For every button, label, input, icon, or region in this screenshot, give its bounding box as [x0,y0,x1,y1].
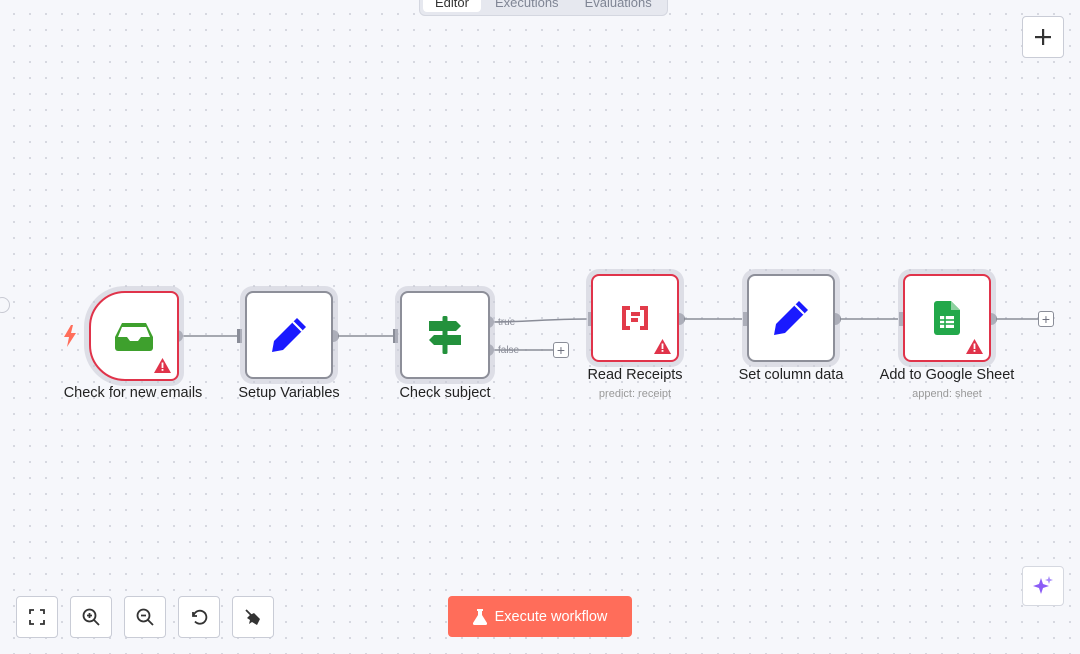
node-label-setup-variables: Setup Variables [238,385,340,401]
mindee-icon [622,306,648,330]
node-label-check-subject: Check subject [399,385,491,401]
node-sublabel-add-google-sheet: append: sheet [912,388,982,400]
node-sublabel-read-receipts: predict: receipt [598,388,672,400]
node-setup-variables[interactable] [245,291,333,379]
google-sheets-icon [934,301,960,335]
input-handle [899,312,904,326]
warning-icon [966,339,983,354]
execute-workflow-button[interactable]: Execute workflow [448,596,632,637]
input-handle [237,329,242,343]
pencil-icon [774,301,808,335]
tidy-up-button[interactable] [232,596,274,638]
warning-icon [654,339,671,354]
flask-icon [472,608,487,625]
node-label-check-emails: Check for new emails [63,385,203,401]
input-handle [743,312,748,326]
tab-evaluations[interactable]: Evaluations [584,0,652,10]
input-handle [588,312,593,326]
trigger-bolt-icon [64,325,76,347]
add-node-end-button[interactable]: + [1038,311,1054,327]
input-handle [393,329,398,343]
ai-assistant-button[interactable] [1022,566,1064,606]
add-node-button[interactable] [1022,16,1064,58]
node-read-receipts[interactable] [591,274,679,362]
fit-view-button[interactable] [16,596,58,638]
plus-icon [1035,29,1051,45]
view-tabs: Editor Executions Evaluations [419,0,668,16]
node-set-column-data[interactable] [747,274,835,362]
edge-label-false: false [498,345,520,356]
tab-executions[interactable]: Executions [494,0,559,10]
edge-label-true: true [498,317,516,328]
node-check-emails[interactable] [89,291,179,381]
sparkle-icon [1033,576,1053,594]
node-check-subject[interactable] [400,291,490,379]
zoom-in-icon [82,608,100,626]
pencil-icon [272,318,306,352]
execute-workflow-label: Execute workflow [494,608,608,625]
node-label-read-receipts: Read Receipts [587,367,683,383]
fit-view-icon [29,609,45,625]
undo-icon [192,609,208,625]
node-label-set-column-data: Set column data [738,367,844,383]
tab-editor[interactable]: Editor [423,0,481,12]
inbox-icon [115,323,153,351]
edge-true-to-read [487,318,588,323]
zoom-out-button[interactable] [124,596,166,638]
zoom-in-button[interactable] [70,596,112,638]
reset-zoom-button[interactable] [178,596,220,638]
node-label-add-google-sheet: Add to Google Sheet [879,367,1015,383]
zoom-out-icon [136,608,154,626]
node-add-google-sheet[interactable] [903,274,991,362]
warning-icon [154,358,171,373]
add-node-false-branch-button[interactable]: + [553,342,569,358]
signpost-icon [429,316,461,354]
broom-icon [245,609,260,625]
